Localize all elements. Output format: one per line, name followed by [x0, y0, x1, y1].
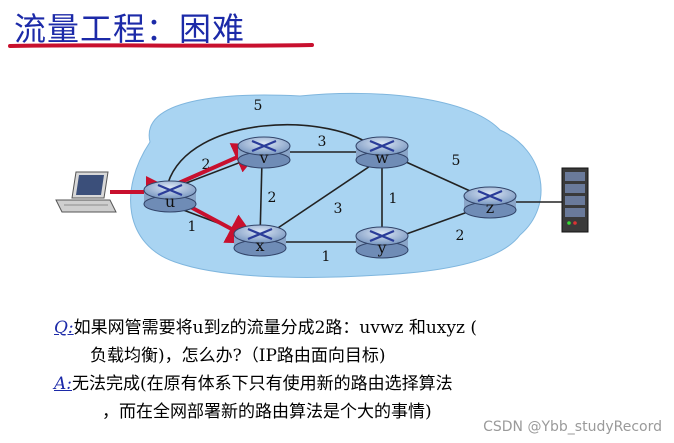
cost-v-x: 2	[268, 190, 277, 206]
cost-v-w: 3	[318, 134, 327, 150]
router-x: x	[233, 224, 287, 257]
cost-u-w: 5	[254, 98, 263, 114]
router-arrows-icon	[157, 183, 183, 197]
cost-w-y: 1	[389, 191, 398, 207]
title-underline	[8, 43, 314, 48]
router-w: w	[355, 136, 409, 169]
router-v: v	[237, 136, 291, 169]
network-diagram: 5 2 1 3 2 3 1 1 5 2 u v w x y z	[55, 92, 589, 278]
cost-y-z: 2	[456, 228, 465, 244]
answer-text-1: 无法完成(在原有体系下只有使用新的路由选择算法	[72, 374, 453, 394]
server-rack-icon	[561, 167, 589, 233]
router-arrows-icon	[251, 139, 277, 153]
router-label-w: w	[375, 148, 389, 167]
router-arrows-icon	[247, 227, 273, 241]
cost-u-x: 1	[188, 219, 197, 235]
router-label-z: z	[486, 198, 494, 217]
watermark: CSDN @Ybb_studyRecord	[483, 419, 662, 435]
answer-tag: A:	[54, 374, 73, 394]
router-label-y: y	[376, 238, 386, 257]
cost-x-w: 3	[334, 201, 343, 217]
router-arrows-icon	[369, 139, 395, 153]
host-computer-icon	[55, 171, 117, 213]
cost-x-y: 1	[322, 249, 331, 265]
link-u-w	[167, 123, 379, 184]
page-title: 流量工程：困难	[14, 10, 246, 48]
router-label-u: u	[165, 192, 175, 211]
router-label-v: v	[258, 148, 268, 167]
router-u: u	[143, 180, 197, 213]
answer-line-1: A:无法完成(在原有体系下只有使用新的路由选择算法	[54, 369, 453, 394]
link-x-w	[259, 157, 383, 241]
question-line-2: 负载均衡)，怎么办?（IP路由面向目标)	[90, 346, 386, 366]
question-tag: Q:	[54, 318, 74, 338]
cost-u-v: 2	[202, 157, 211, 173]
answer-line-2: ，而在全网部署新的路由算法是个大的事情)	[102, 402, 432, 422]
router-arrows-icon	[477, 189, 503, 203]
router-label-x: x	[255, 236, 264, 255]
question-line-1: Q:如果网管需要将u到z的流量分成2路：uvwz 和uxyz (	[54, 313, 477, 338]
router-y: y	[355, 226, 409, 259]
question-text-1: 如果网管需要将u到z的流量分成2路：uvwz 和uxyz (	[73, 318, 477, 338]
router-z: z	[463, 186, 517, 219]
router-arrows-icon	[369, 229, 395, 243]
cost-w-z: 5	[452, 153, 461, 169]
